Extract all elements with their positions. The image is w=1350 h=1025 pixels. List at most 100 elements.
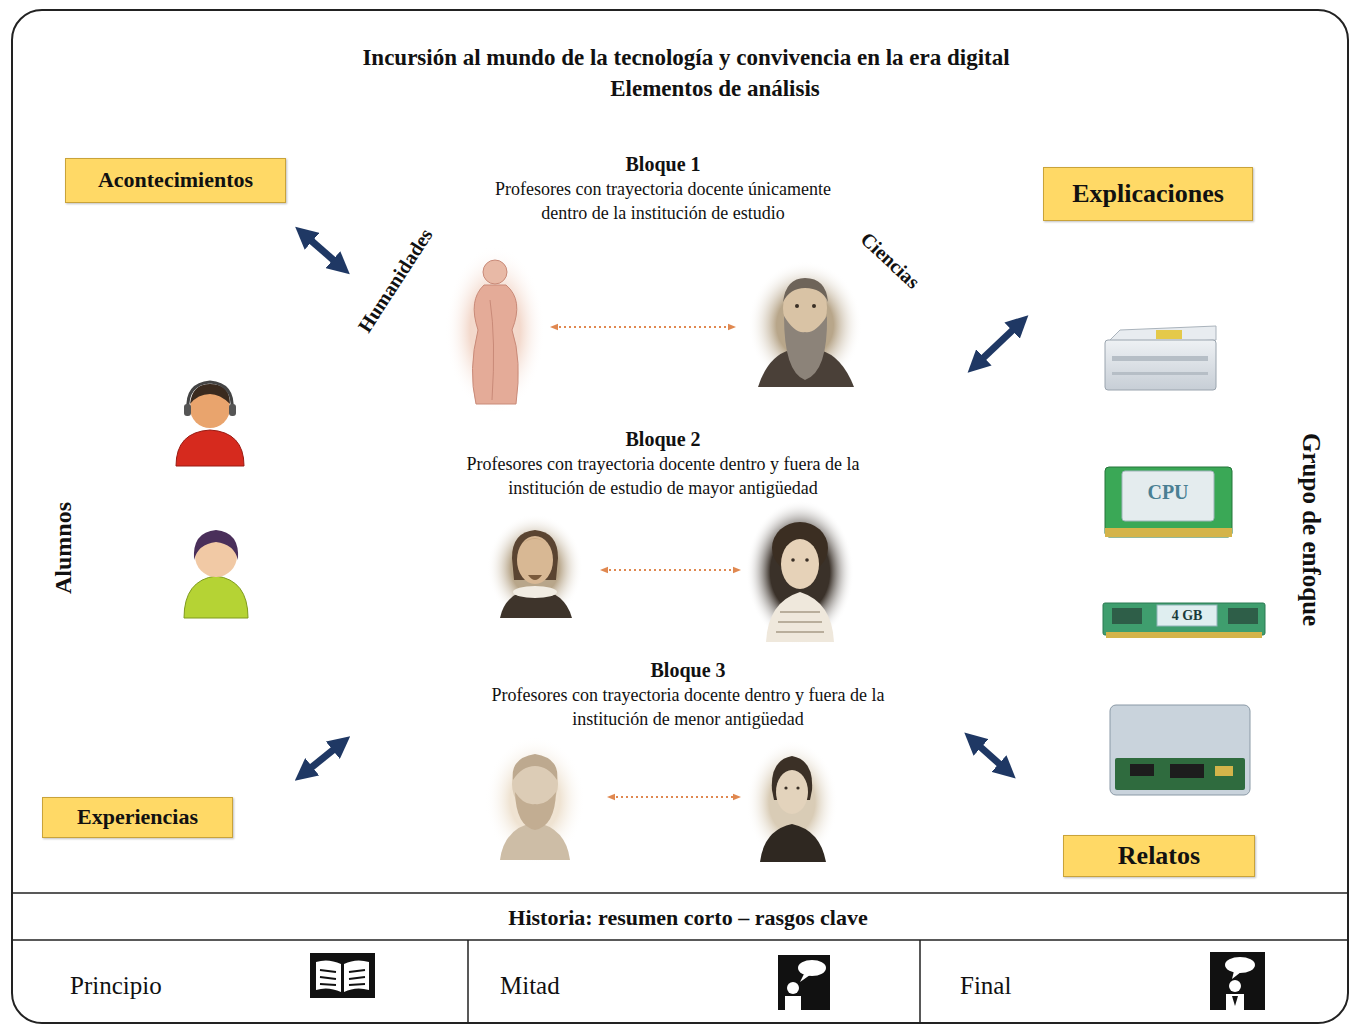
text-label: 4 GB	[1172, 607, 1203, 625]
dvd-drive-icon	[1112, 372, 1208, 375]
speaker-icon	[800, 974, 810, 982]
shakespeare-portrait	[522, 538, 548, 544]
student-icon-headset	[176, 430, 244, 466]
cpu-chip-icon	[1105, 528, 1232, 537]
dvd-drive-icon	[1105, 340, 1216, 390]
ram-module-icon	[1106, 632, 1262, 638]
curie-portrait	[766, 592, 834, 642]
hard-disk-icon	[1170, 764, 1204, 778]
student-icon	[184, 576, 248, 618]
dvd-drive-icon	[1112, 356, 1208, 361]
label-box: Experiencias	[42, 797, 233, 838]
text-label: Final	[960, 970, 1011, 1001]
shakespeare-portrait	[487, 514, 583, 622]
text-label: Bloque 2	[625, 427, 700, 452]
text-label: CPU	[1147, 480, 1188, 505]
speaker-icon	[778, 955, 830, 1010]
student-icon	[194, 530, 238, 560]
diagram-title: Incursión al mundo de la tecnología y co…	[362, 44, 1009, 73]
shakespeare-portrait	[513, 586, 557, 598]
aristotle-bust-portrait	[485, 736, 585, 864]
book-icon	[310, 953, 375, 998]
frame	[12, 10, 1348, 1023]
blue-double-arrows	[979, 326, 1017, 362]
dotted-double-arrows	[604, 569, 737, 571]
statue-portrait	[445, 246, 545, 414]
dvd-drive-icon	[1105, 326, 1216, 390]
box-text: Acontecimientos	[98, 167, 253, 193]
bearded-scientist-portrait	[812, 304, 816, 308]
text-label: Profesores con trayectoria docente única…	[478, 177, 848, 226]
speaker-icon	[787, 982, 799, 994]
speaker-icon	[1210, 952, 1265, 1010]
box-text: Explicaciones	[1072, 178, 1224, 209]
frame	[12, 10, 1348, 1023]
speaker-icon	[778, 955, 830, 1010]
statue-portrait	[445, 246, 545, 414]
curie-portrait	[776, 612, 824, 632]
statue-portrait	[472, 285, 518, 404]
student-icon-headset	[184, 404, 191, 416]
book-icon	[344, 960, 369, 992]
ram-module-icon	[1103, 603, 1265, 635]
woman-portrait	[776, 770, 808, 814]
shakespeare-portrait	[487, 514, 583, 622]
student-icon-headset	[176, 382, 244, 466]
curie-portrait	[791, 558, 795, 562]
curie-portrait	[781, 539, 819, 589]
student-icon-headset	[229, 404, 236, 416]
student-icon	[184, 530, 248, 618]
text-label: Bloque 1	[625, 152, 700, 177]
hard-disk-icon	[1110, 705, 1250, 795]
frame	[919, 940, 921, 1023]
frame	[12, 939, 1348, 941]
ram-module-icon	[1103, 603, 1265, 638]
text-label: Mitad	[500, 970, 560, 1001]
bearded-scientist-portrait	[784, 316, 827, 380]
blue-double-arrows	[307, 237, 338, 264]
cpu-chip-icon	[1105, 467, 1232, 537]
cpu-chip-icon	[1122, 471, 1214, 521]
woman-portrait	[760, 824, 826, 862]
student-icon-headset	[188, 382, 232, 410]
woman-portrait	[746, 740, 838, 864]
text-label: Humanidades	[352, 223, 438, 336]
hard-disk-icon	[1215, 766, 1233, 776]
book-icon	[320, 970, 365, 985]
ram-module-icon	[1112, 608, 1142, 624]
ram-module-icon	[1157, 605, 1217, 626]
text-label: Principio	[70, 970, 162, 1001]
text-label: Profesores con trayectoria docente dentr…	[458, 452, 868, 501]
shakespeare-portrait	[528, 575, 542, 580]
label-box: Acontecimientos	[65, 158, 286, 203]
book-icon	[310, 953, 375, 998]
hard-disk-icon	[1130, 764, 1154, 776]
speaker-icon	[1232, 996, 1238, 1006]
book-icon	[316, 960, 341, 992]
bearded-scientist-portrait	[795, 304, 799, 308]
speaker-icon	[1226, 994, 1244, 1010]
speaker-icon	[785, 996, 801, 1010]
hard-disk-icon	[1115, 758, 1245, 790]
box-text: Relatos	[1118, 840, 1200, 871]
frame	[467, 940, 469, 1023]
dotted-double-arrows	[611, 796, 737, 798]
text-label: Alumnos	[48, 502, 78, 594]
woman-portrait	[746, 740, 838, 864]
blue-double-arrows	[976, 743, 1004, 768]
text-label: Profesores con trayectoria docente dentr…	[453, 683, 923, 732]
speaker-icon	[798, 960, 826, 976]
shakespeare-portrait	[517, 536, 553, 584]
dotted-double-arrows	[554, 326, 732, 328]
bearded-scientist-portrait	[783, 278, 828, 302]
ram-module-icon	[1228, 608, 1258, 624]
text-label: Elementos de análisis	[610, 75, 820, 104]
text-label: Bloque 3	[650, 658, 725, 683]
curie-portrait	[746, 500, 854, 644]
blue-double-arrows	[307, 237, 1017, 771]
aristotle-bust-portrait	[515, 792, 556, 830]
blue-double-arrows	[307, 746, 338, 771]
hard-disk-icon	[1110, 705, 1250, 795]
statue-portrait	[490, 300, 494, 400]
